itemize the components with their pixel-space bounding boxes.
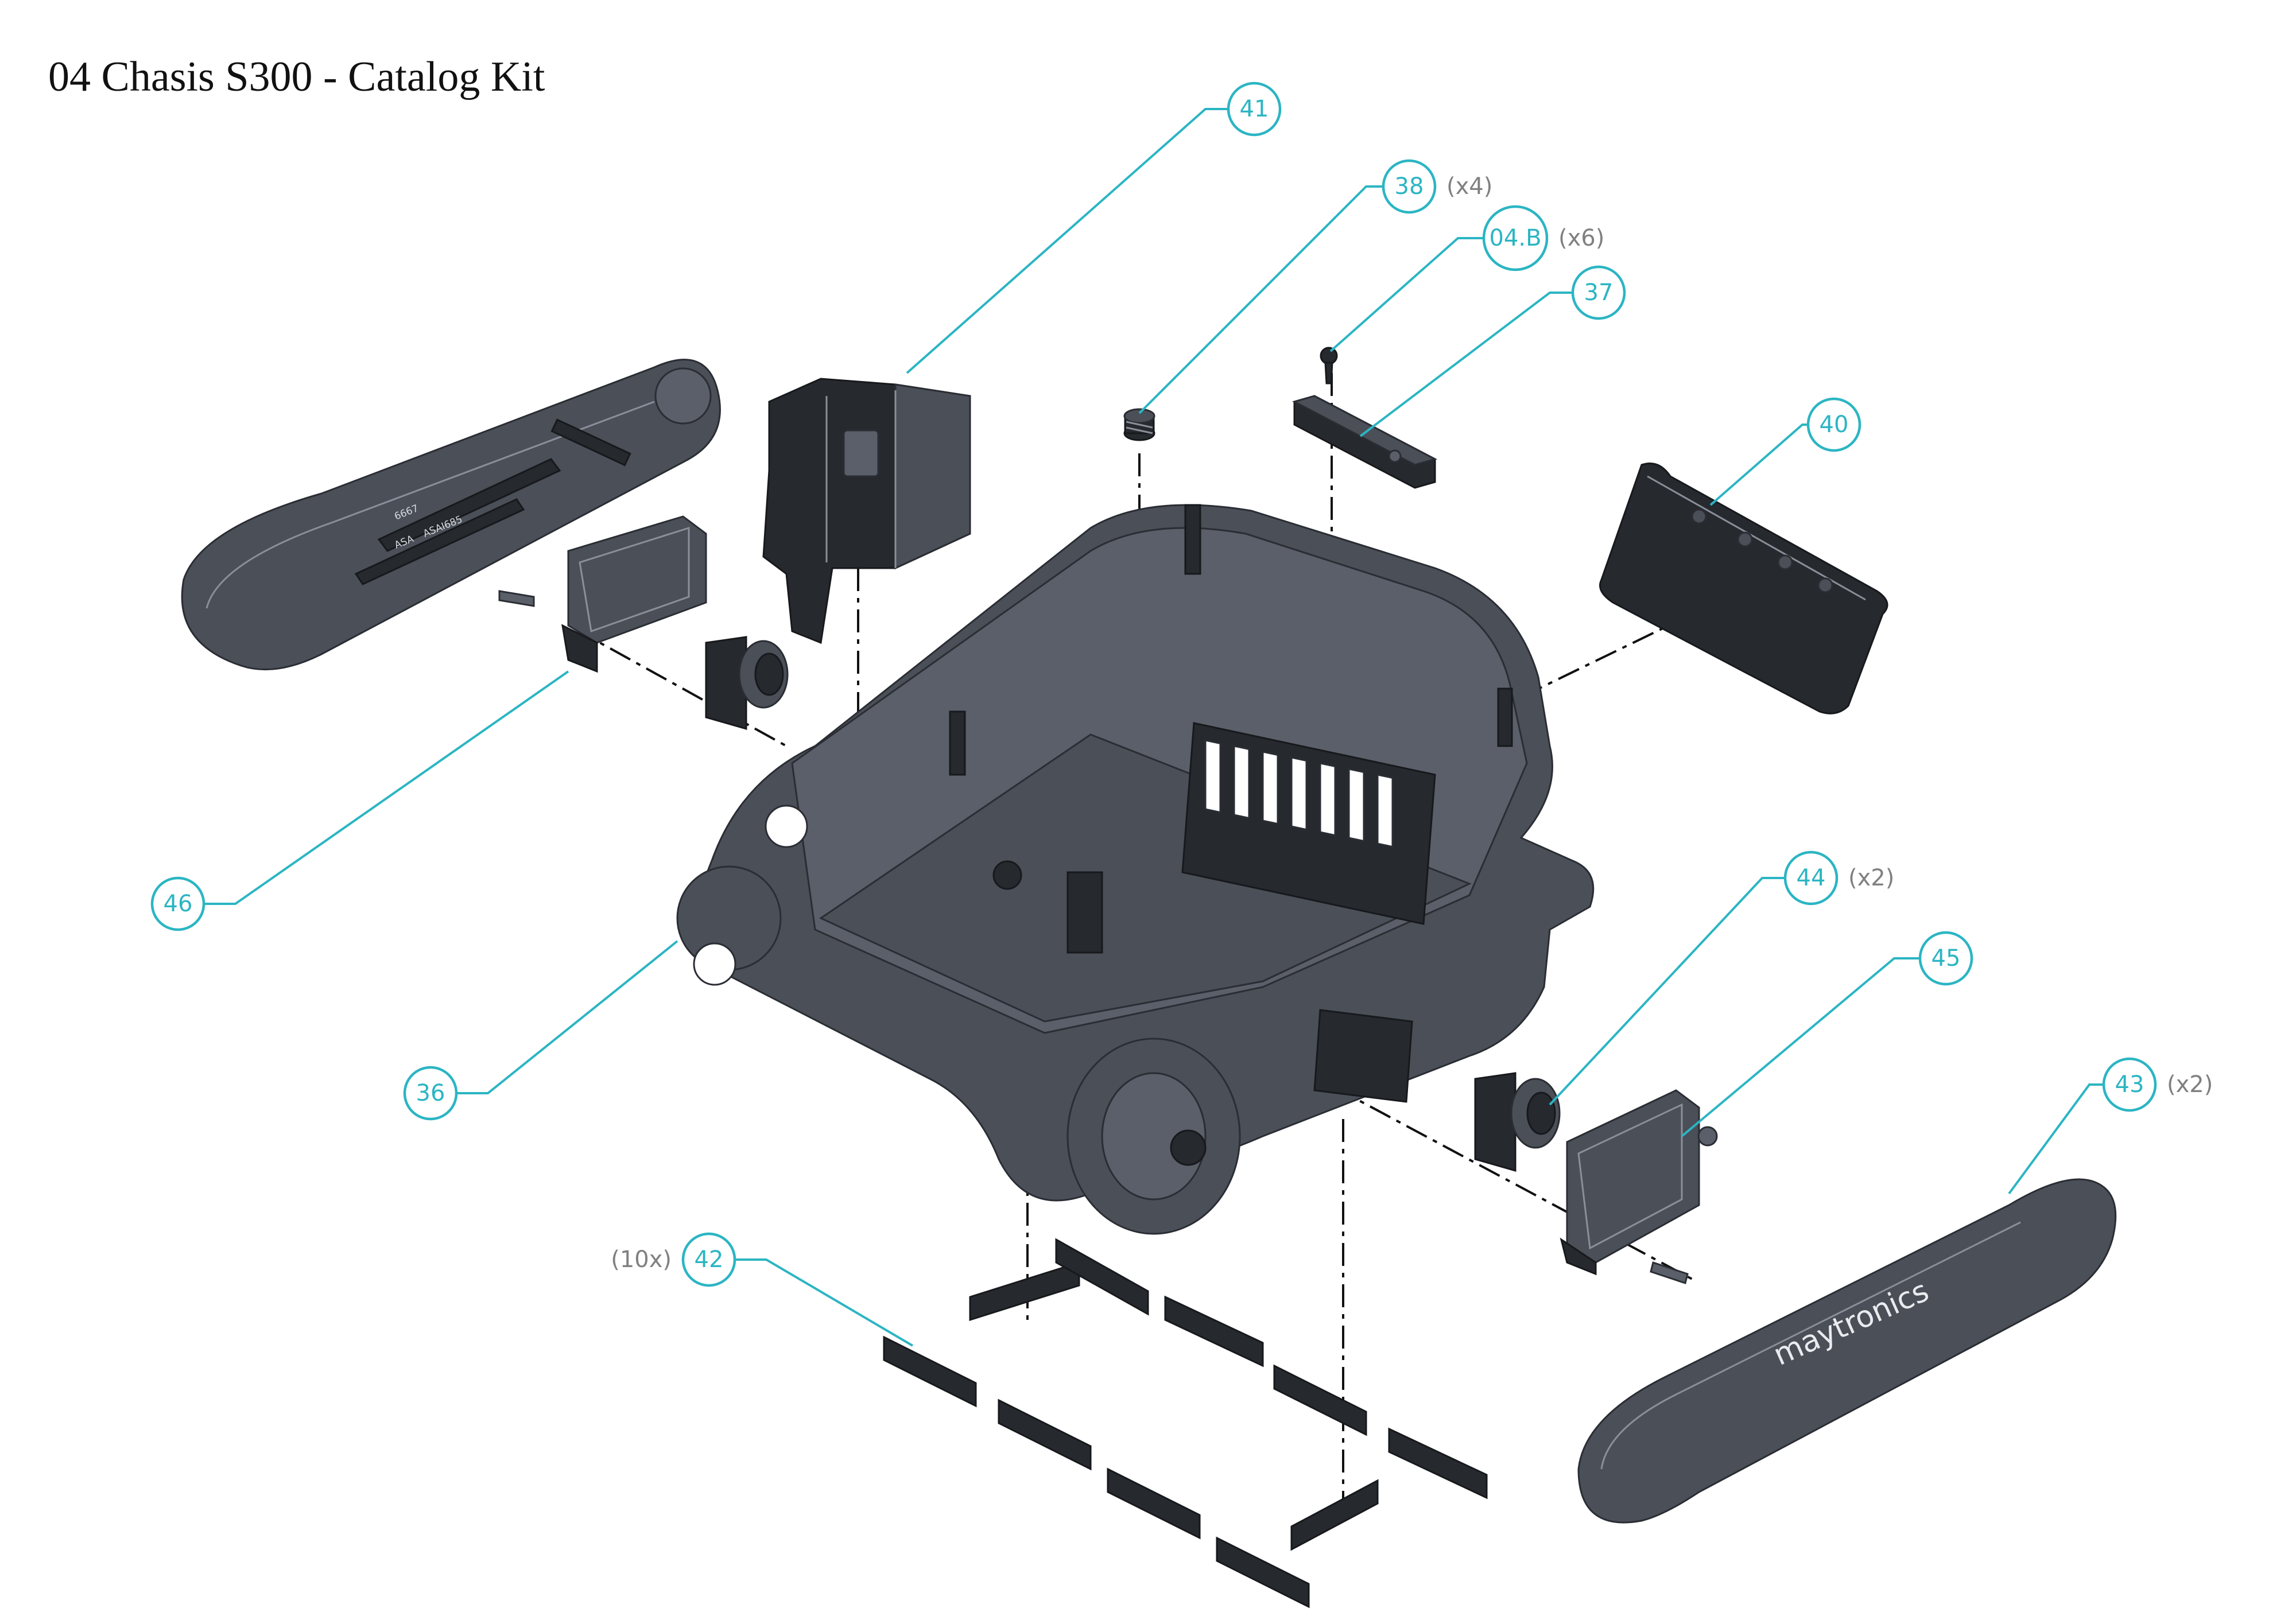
callout-43: 43 (x2)	[2008, 1057, 2213, 1195]
svg-text:36: 36	[416, 1080, 445, 1106]
callout-37: 37	[1359, 265, 1626, 437]
callout-46: 46	[150, 670, 569, 931]
svg-text:38: 38	[1395, 173, 1424, 200]
callout-38: 38 (x4)	[1138, 159, 1492, 414]
callout-42-quantity: (10x)	[611, 1246, 672, 1273]
part-36-main-chassis	[676, 504, 1595, 1235]
svg-text:04.B: 04.B	[1489, 225, 1541, 251]
part-44-bushing-left	[705, 636, 789, 730]
callout-43-quantity: (x2)	[2167, 1071, 2213, 1098]
part-43-side-cover-right: maytronics	[1577, 1178, 2117, 1524]
part-46-motor-cover	[498, 515, 707, 673]
callout-40: 40	[1709, 397, 1861, 506]
guide-line-40	[1526, 596, 1728, 696]
callout-04b-quantity: (x6)	[1558, 225, 1604, 251]
callout-36: 36	[403, 940, 678, 1121]
part-37-bracket-bar	[1292, 395, 1438, 489]
part-44-bushing-right	[1474, 1072, 1561, 1172]
part-38-spring	[1123, 408, 1155, 441]
callout-42: 42 (10x)	[611, 1232, 914, 1347]
callout-45: 45	[1681, 931, 1973, 1137]
svg-text:42: 42	[695, 1246, 724, 1273]
part-40-rear-panel	[1599, 463, 1888, 714]
part-45-motor-cover	[1560, 1089, 1718, 1284]
part-43-side-cover-left: 6667 ASA ASAI685	[181, 359, 721, 671]
callout-04b: 04.B (x6)	[1329, 205, 1604, 352]
svg-text:46: 46	[164, 891, 193, 917]
callout-44: 44 (x2)	[1549, 850, 1894, 1106]
callout-44-quantity: (x2)	[1848, 865, 1894, 891]
page-title: 04 Chasis S300 - Catalog Kit	[48, 53, 545, 100]
part-42-brush-clips	[883, 1238, 1488, 1609]
chassis-filter-grille	[1181, 722, 1436, 925]
part-41-motor-housing	[762, 378, 971, 644]
svg-text:37: 37	[1584, 279, 1614, 306]
part-04b-screw	[1320, 347, 1338, 384]
svg-text:43: 43	[2115, 1071, 2144, 1098]
callout-38-quantity: (x4)	[1446, 173, 1492, 200]
svg-text:45: 45	[1932, 945, 1961, 972]
svg-text:40: 40	[1820, 411, 1849, 438]
callout-41: 41	[906, 81, 1282, 374]
svg-text:41: 41	[1240, 96, 1269, 122]
svg-text:44: 44	[1797, 865, 1826, 891]
